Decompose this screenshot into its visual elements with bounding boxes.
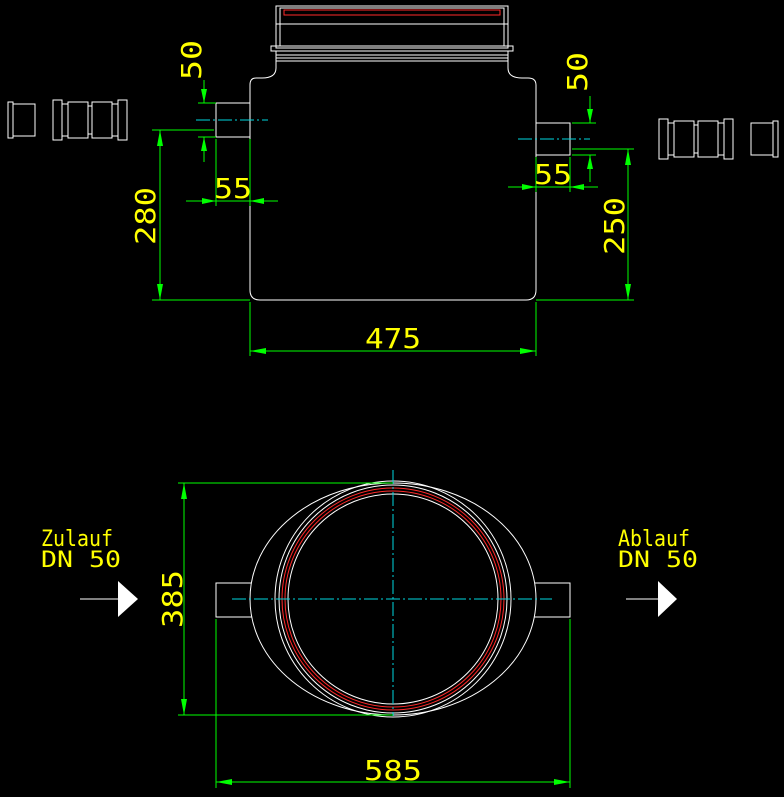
dim-outlet-length-55: 55 <box>508 157 598 192</box>
dim-label-outlet-diameter: 50 <box>561 52 594 92</box>
dim-outlet-height-250: 250 <box>536 148 634 301</box>
top-inlet-stub <box>215 582 255 618</box>
inlet-label: Zulauf <box>41 527 113 552</box>
dim-label-outlet-height: 250 <box>598 197 631 255</box>
inlet-flow-arrow-icon <box>80 581 138 617</box>
top-outlet-stub <box>531 582 571 618</box>
dim-inlet-diameter-50: 50 <box>175 40 216 162</box>
side-view: 475 280 250 50 <box>7 5 779 356</box>
dim-label-outlet-length: 55 <box>534 158 572 191</box>
dim-label-depth: 385 <box>156 570 189 628</box>
dim-overall-width-585: 585 <box>215 619 571 788</box>
outlet-label: Ablauf <box>618 527 690 552</box>
outlet-flow-arrow-icon <box>626 581 677 617</box>
top-view: 385 585 Zulauf DN 50 Ablauf DN 50 <box>41 470 698 788</box>
outlet-fitting-parts <box>658 118 779 160</box>
dim-outlet-diameter-50: 50 <box>561 52 596 182</box>
tank-lid <box>270 5 514 62</box>
dim-width-475: 475 <box>249 302 537 356</box>
dim-inlet-height-280: 280 <box>129 129 250 301</box>
dim-label-width: 475 <box>365 322 421 355</box>
dim-label-inlet-diameter: 50 <box>175 40 208 80</box>
dim-label-inlet-height: 280 <box>129 187 162 245</box>
tank-body-outline <box>249 61 537 301</box>
inlet-fitting-parts <box>7 99 128 141</box>
dim-label-inlet-length: 55 <box>214 172 252 205</box>
dim-depth-385: 385 <box>156 482 393 716</box>
inlet-size: DN 50 <box>41 548 121 573</box>
dim-label-overall-width: 585 <box>364 754 422 787</box>
dim-inlet-length-55: 55 <box>186 139 278 206</box>
outlet-size: DN 50 <box>618 548 698 573</box>
